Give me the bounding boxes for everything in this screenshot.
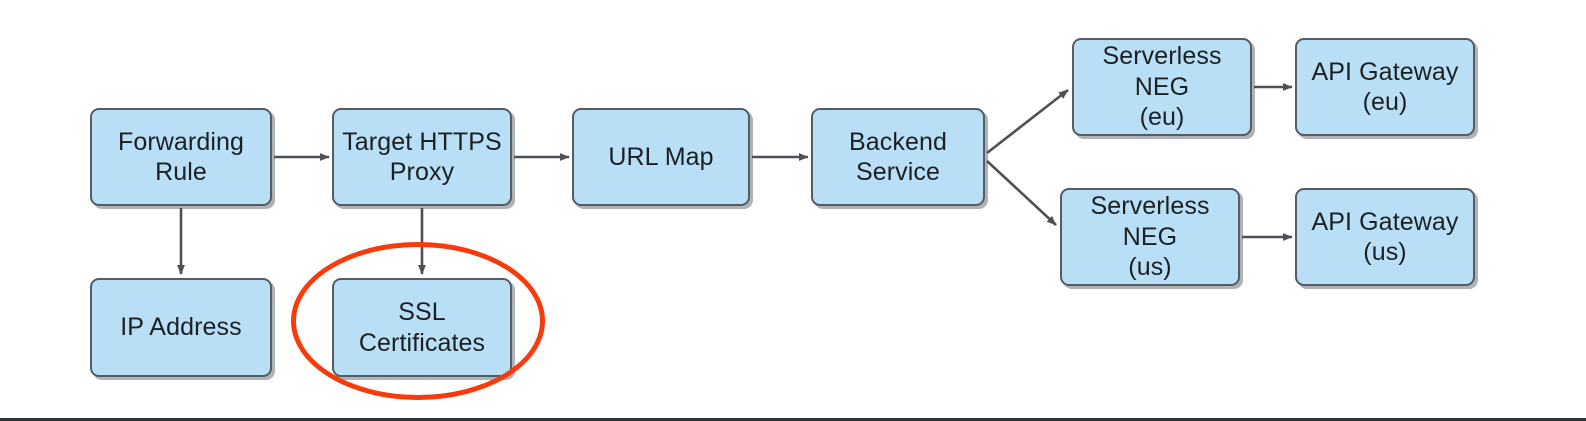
node-url-map-label: URL Map (608, 142, 714, 171)
node-serverless-neg-eu[interactable]: Serverless NEG (eu) (1072, 38, 1252, 136)
node-serverless-neg-us[interactable]: Serverless NEG (us) (1060, 188, 1240, 286)
node-api-gateway-us[interactable]: API Gateway (us) (1295, 188, 1475, 286)
edge-backend-service-to-serverless-neg-eu (986, 88, 1069, 155)
node-ip-address[interactable]: IP Address (90, 278, 272, 377)
node-forwarding-rule[interactable]: Forwarding Rule (90, 108, 272, 206)
node-api-gateway-us-label: API Gateway (us) (1311, 207, 1459, 267)
node-ssl-certificates[interactable]: SSL Certificates (332, 278, 512, 377)
node-serverless-neg-us-label: Serverless NEG (us) (1090, 192, 1210, 282)
node-url-map[interactable]: URL Map (572, 108, 750, 206)
node-backend-service[interactable]: Backend Service (811, 108, 985, 206)
node-target-https-proxy[interactable]: Target HTTPS Proxy (332, 108, 512, 206)
node-ssl-certificates-label: SSL Certificates (358, 298, 486, 357)
node-target-https-proxy-label: Target HTTPS Proxy (342, 127, 502, 187)
node-serverless-neg-eu-label: Serverless NEG (eu) (1102, 42, 1222, 132)
node-api-gateway-eu[interactable]: API Gateway (eu) (1295, 38, 1475, 136)
node-backend-service-label: Backend Service (849, 127, 947, 187)
edge-backend-service-to-serverless-neg-us (986, 160, 1057, 226)
node-forwarding-rule-label: Forwarding Rule (117, 127, 245, 187)
canvas-bottom-border (0, 418, 1586, 421)
node-api-gateway-eu-label: API Gateway (eu) (1311, 57, 1459, 117)
node-ip-address-label: IP Address (120, 313, 242, 342)
